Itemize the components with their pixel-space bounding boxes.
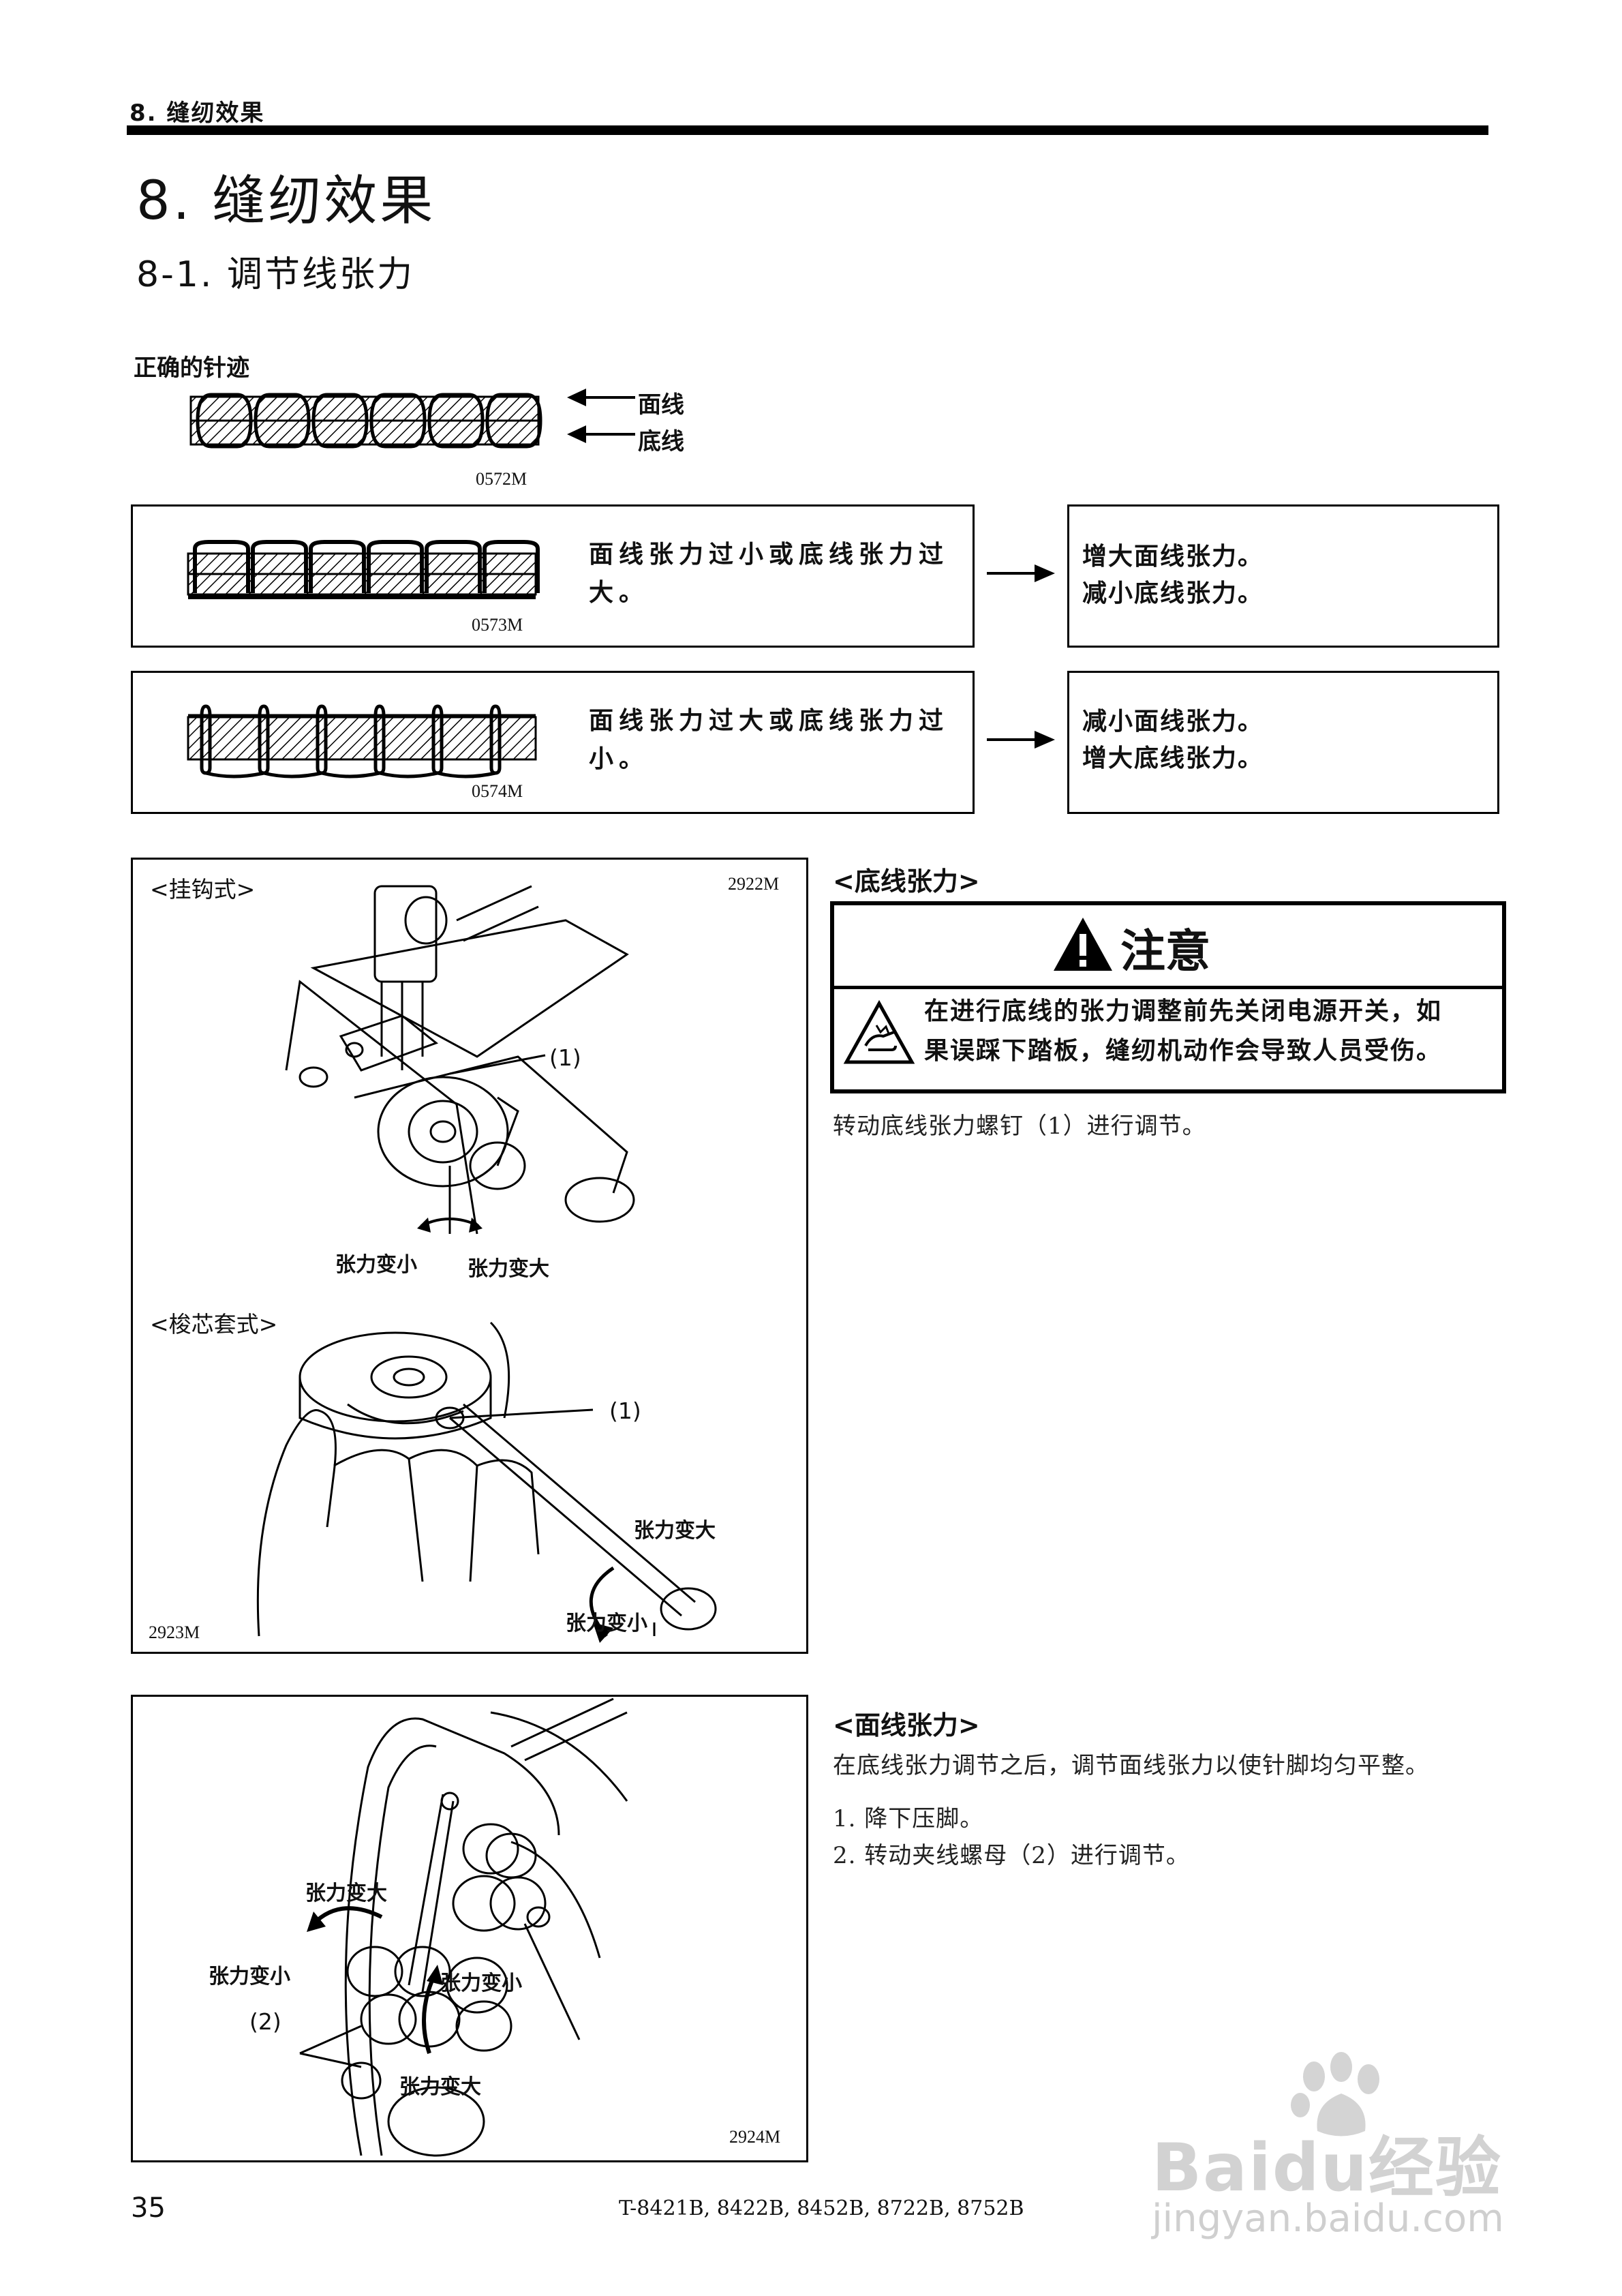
page-number: 35: [131, 2192, 166, 2224]
caution-text-line: 果误踩下踏板，缝纫机动作会导致人员受伤。: [924, 1037, 1443, 1065]
correct-stitch-label: 正确的针迹: [134, 354, 249, 382]
figure-code: 0574M: [472, 781, 523, 801]
arrow-right-icon: [987, 731, 1055, 749]
callout-label: (1): [549, 1044, 581, 1071]
warning-triangle-icon: [1054, 918, 1112, 971]
hook-type-illustration: [285, 885, 635, 1235]
chapter-title: 8. 缝纫效果: [136, 170, 436, 232]
tension-more-label: 张力变大: [305, 1882, 387, 1905]
running-header: 8. 缝纫效果: [129, 100, 265, 127]
figure-code: 0573M: [472, 615, 523, 635]
remedy-box: [1067, 671, 1499, 814]
hand-hazard-icon: [843, 999, 915, 1064]
upper-thread-label: 面线: [638, 391, 684, 419]
hook-type-label: <挂钩式>: [150, 876, 256, 903]
loose-upper-stitch-diagram: [187, 540, 540, 599]
figure-code: 2923M: [149, 1622, 200, 1642]
tight-upper-stitch-diagram: [187, 704, 537, 779]
upper-tension-heading: <面线张力>: [833, 1710, 980, 1740]
thread-tension-assembly-illustration: [299, 1697, 628, 2157]
watermark-brand: Baidu经验: [1152, 2130, 1502, 2206]
arrow-icon: [567, 389, 635, 406]
callout-label: (2): [249, 2008, 281, 2035]
remedy-line: 增大底线张力。: [1082, 744, 1264, 772]
tension-less-label: 张力变小: [209, 1965, 290, 1989]
watermark-url: jingyan.baidu.com: [1152, 2196, 1504, 2241]
caution-text-line: 在进行底线的张力调整前先关闭电源开关，如: [924, 997, 1443, 1025]
tension-less-label: 张力变小: [335, 1253, 417, 1277]
remedy-line: 增大面线张力。: [1082, 543, 1264, 571]
tension-more-label: 张力变大: [399, 2075, 481, 2099]
figure-code: 2922M: [728, 874, 780, 894]
header-rule: [127, 125, 1488, 135]
remedy-line: 减小底线张力。: [1082, 579, 1264, 607]
step-item: 1. 降下压脚。: [833, 1805, 984, 1832]
arrow-icon: [567, 425, 635, 443]
figure-code: 0572M: [476, 469, 527, 489]
remedy-line: 减小面线张力。: [1082, 708, 1264, 736]
lower-thread-label: 底线: [638, 428, 684, 455]
step-item: 2. 转动夹线螺母（2）进行调节。: [833, 1842, 1190, 1869]
bobbin-case-type-label: <梭芯套式>: [150, 1311, 278, 1338]
bobbin-figure-panel: [131, 858, 808, 1654]
bobbin-tension-instruction: 转动底线张力螺钉（1）进行调节。: [833, 1113, 1206, 1140]
bobbin-case-illustration: [256, 1321, 717, 1643]
condition-text: 面线张力过大或底线张力过小。: [589, 707, 949, 773]
tension-more-label: 张力变大: [468, 1257, 549, 1281]
subsection-title: 8-1. 调节线张力: [136, 254, 414, 295]
caution-box: 注意 在进行底线的张力调整前先关闭电源开关，如 果误踩下踏板，缝纫机动作会导致人…: [830, 901, 1506, 1093]
condition-text: 面线张力过小或底线张力过大。: [589, 541, 949, 607]
tension-more-label: 张力变大: [634, 1519, 716, 1543]
arrow-right-icon: [987, 564, 1055, 582]
callout-label: (1): [609, 1398, 641, 1424]
model-numbers: T-8421B, 8422B, 8452B, 8722B, 8752B: [619, 2196, 1024, 2220]
figure-code: 2924M: [729, 2127, 781, 2147]
caution-title: 注意: [1120, 925, 1210, 978]
correct-stitch-diagram: [189, 393, 542, 449]
baidu-paw-icon: [1291, 2052, 1379, 2136]
upper-tension-intro: 在底线张力调节之后，调节面线张力以使针脚均匀平整。: [833, 1752, 1429, 1779]
tension-less-label: 张力变小: [440, 1972, 522, 1995]
tension-less-label: 张力变小: [566, 1612, 647, 1635]
remedy-box: [1067, 504, 1499, 648]
bobbin-tension-heading: <底线张力>: [833, 866, 980, 896]
caution-title-bar: 注意: [834, 905, 1502, 989]
